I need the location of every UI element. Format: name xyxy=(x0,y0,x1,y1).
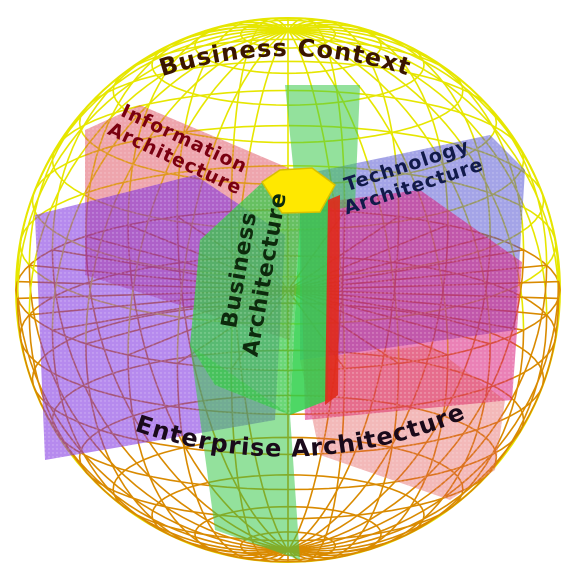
business-architecture-column xyxy=(190,85,360,560)
red-lower-plane xyxy=(300,345,505,500)
top-cap xyxy=(260,167,336,214)
